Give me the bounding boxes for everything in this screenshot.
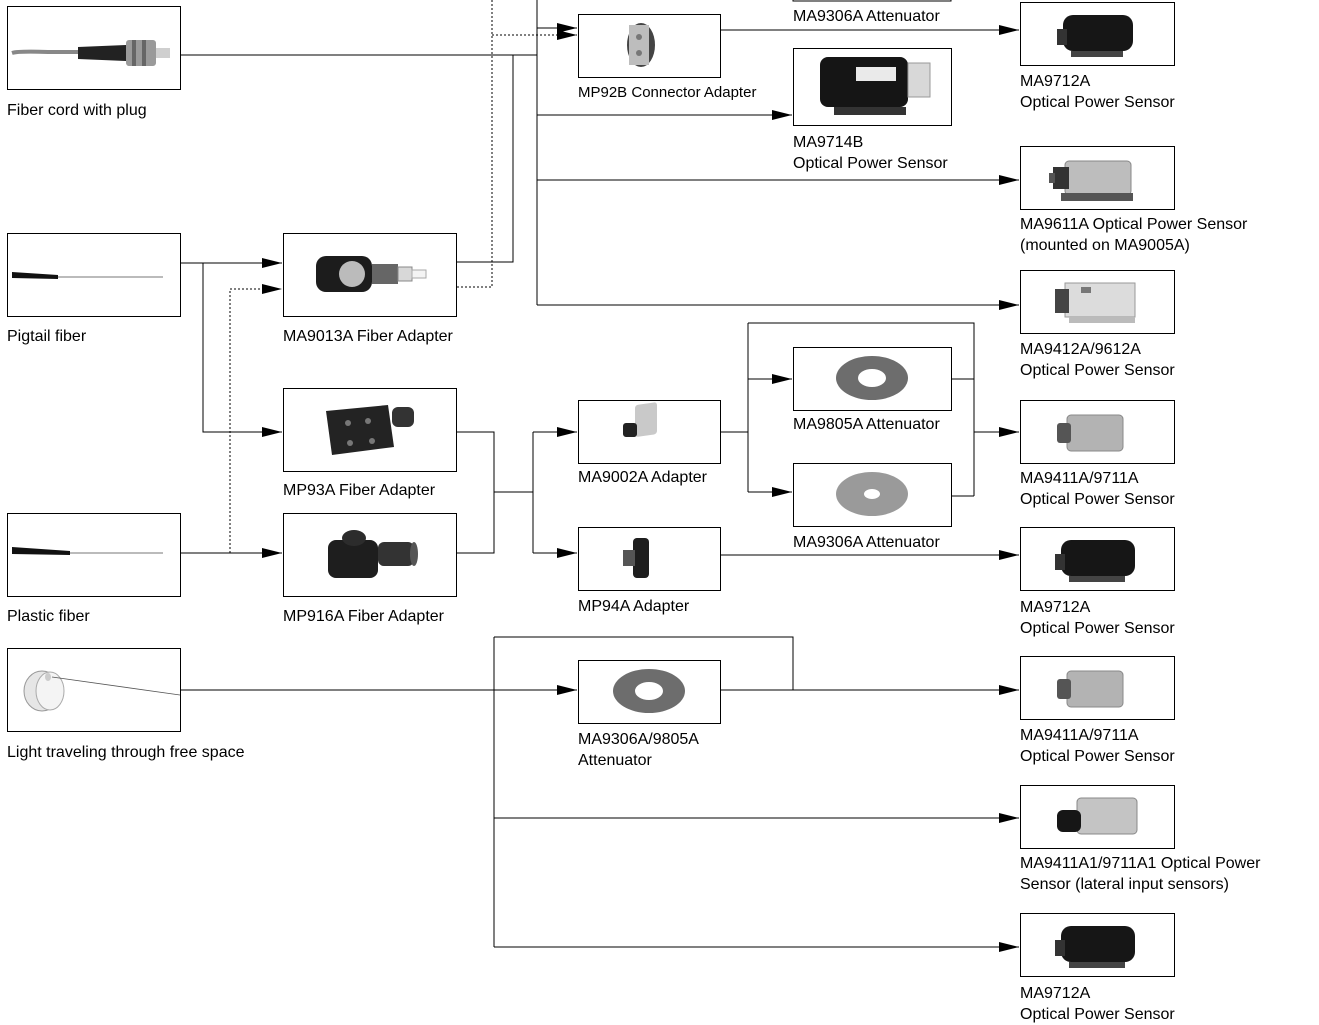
sensor-6-label: MA9712A Optical Power Sensor: [1020, 597, 1175, 639]
line-adapter-merge: [457, 432, 494, 553]
sensor-1-image: [1020, 2, 1175, 66]
ma9411a1-sensor-icon: [1021, 786, 1174, 848]
ma9714b-label-line1: MA9714B: [793, 132, 948, 153]
attenuator-box-edge-top: [793, 0, 951, 1]
pigtail-fiber-icon: [8, 234, 180, 316]
sensor-5-image: [1020, 400, 1175, 464]
sensor-9-label: MA9712A Optical Power Sensor: [1020, 983, 1175, 1025]
free-space-image: [7, 648, 181, 732]
mp93a-image: [283, 388, 457, 472]
fiber-cord-label: Fiber cord with plug: [7, 100, 147, 121]
mp94a-adapter-icon: [579, 528, 720, 590]
mp93a-label: MP93A Fiber Adapter: [283, 480, 435, 501]
ma9002a-label: MA9002A Adapter: [578, 467, 707, 488]
sensor-5-label-line2: Optical Power Sensor: [1020, 489, 1175, 510]
sensor-3-label: MA9611A Optical Power Sensor (mounted on…: [1020, 214, 1247, 256]
sensor-5-label: MA9411A/9711A Optical Power Sensor: [1020, 468, 1175, 510]
pigtail-fiber-image: [7, 233, 181, 317]
fiber-cord-icon: [8, 7, 180, 89]
sensor-4-label-line1: MA9412A/9612A: [1020, 339, 1175, 360]
ma9712a-sensor-icon: [1021, 914, 1174, 976]
ma9013a-label: MA9013A Fiber Adapter: [283, 326, 453, 347]
ma9002a-image: [578, 400, 721, 464]
sensor-3-image: [1020, 146, 1175, 210]
plastic-fiber-image: [7, 513, 181, 597]
ma9013a-fiber-adapter-icon: [284, 234, 456, 316]
mp92b-image: [578, 14, 721, 78]
mp916a-image: [283, 513, 457, 597]
ma9805a-image: [793, 347, 952, 411]
sensor-6-label-line2: Optical Power Sensor: [1020, 618, 1175, 639]
sensor-6-label-line1: MA9712A: [1020, 597, 1175, 618]
dotted-plastic-ma9013a: [230, 289, 282, 553]
free-space-icon: [8, 649, 180, 731]
ma9714b-sensor-icon: [794, 49, 951, 125]
ma9714b-label-line2: Optical Power Sensor: [793, 153, 948, 174]
plastic-fiber-icon: [8, 514, 180, 596]
ma9714b-image: [793, 48, 952, 126]
sensor-1-label: MA9712A Optical Power Sensor: [1020, 71, 1175, 113]
free-attenuator-label-line1: MA9306A/9805A: [578, 729, 699, 750]
ma9306a-label: MA9306A Attenuator: [793, 532, 940, 553]
sensor-8-label-line2: Sensor (lateral input sensors): [1020, 874, 1260, 895]
line-ma9013a-out: [457, 55, 513, 262]
mp92b-connector-adapter-icon: [579, 15, 720, 77]
ma9712a-sensor-icon: [1021, 528, 1174, 590]
sensor-6-image: [1020, 527, 1175, 591]
sensor-8-label-line1: MA9411A1/9711A1 Optical Power: [1020, 853, 1260, 874]
ma9712a-sensor-icon: [1021, 3, 1174, 65]
ma9714b-label: MA9714B Optical Power Sensor: [793, 132, 948, 174]
sensor-1-label-line2: Optical Power Sensor: [1020, 92, 1175, 113]
pigtail-fiber-label: Pigtail fiber: [7, 326, 86, 347]
ma9412a-sensor-icon: [1021, 271, 1174, 333]
sensor-1-label-line1: MA9712A: [1020, 71, 1175, 92]
ma9611a-sensor-icon: [1021, 147, 1174, 209]
ma9306a-attenuator-top-label: MA9306A Attenuator: [793, 6, 940, 27]
plastic-fiber-label: Plastic fiber: [7, 606, 90, 627]
fiber-cord-image: [7, 6, 181, 90]
sensor-3-label-line1: MA9611A Optical Power Sensor: [1020, 214, 1247, 235]
ma9002a-adapter-icon: [579, 401, 720, 463]
arrow-pigtail-mp93a: [203, 263, 282, 432]
free-attenuator-image: [578, 660, 721, 724]
free-space-label: Light traveling through free space: [7, 742, 244, 763]
ma9411a-sensor-icon: [1021, 401, 1174, 463]
ma9805a-label: MA9805A Attenuator: [793, 414, 940, 435]
ma9306a-attenuator-icon: [794, 464, 951, 526]
mp93a-fiber-adapter-icon: [284, 389, 456, 471]
sensor-4-label-line2: Optical Power Sensor: [1020, 360, 1175, 381]
sensor-4-label: MA9412A/9612A Optical Power Sensor: [1020, 339, 1175, 381]
sensor-5-label-line1: MA9411A/9711A: [1020, 468, 1175, 489]
free-attenuator-label: MA9306A/9805A Attenuator: [578, 729, 699, 771]
mp916a-label: MP916A Fiber Adapter: [283, 606, 444, 627]
ma9411a-sensor-icon: [1021, 657, 1174, 719]
sensor-8-image: [1020, 785, 1175, 849]
sensor-9-label-line1: MA9712A: [1020, 983, 1175, 1004]
sensor-7-image: [1020, 656, 1175, 720]
ma9013a-image: [283, 233, 457, 317]
sensor-4-image: [1020, 270, 1175, 334]
dotted-ma9013a-out: [457, 0, 492, 287]
sensor-7-label-line1: MA9411A/9711A: [1020, 725, 1175, 746]
mp94a-label: MP94A Adapter: [578, 596, 689, 617]
ma9805a-attenuator-icon: [794, 348, 951, 410]
sensor-3-label-line2: (mounted on MA9005A): [1020, 235, 1247, 256]
ma9306a-9805a-attenuator-icon: [579, 661, 720, 723]
sensor-8-label: MA9411A1/9711A1 Optical Power Sensor (la…: [1020, 853, 1260, 895]
sensor-7-label: MA9411A/9711A Optical Power Sensor: [1020, 725, 1175, 767]
free-attenuator-label-line2: Attenuator: [578, 750, 699, 771]
sensor-9-image: [1020, 913, 1175, 977]
mp94a-image: [578, 527, 721, 591]
sensor-7-label-line2: Optical Power Sensor: [1020, 746, 1175, 767]
mp92b-label: MP92B Connector Adapter: [578, 82, 756, 103]
ma9306a-image: [793, 463, 952, 527]
mp916a-fiber-adapter-icon: [284, 514, 456, 596]
